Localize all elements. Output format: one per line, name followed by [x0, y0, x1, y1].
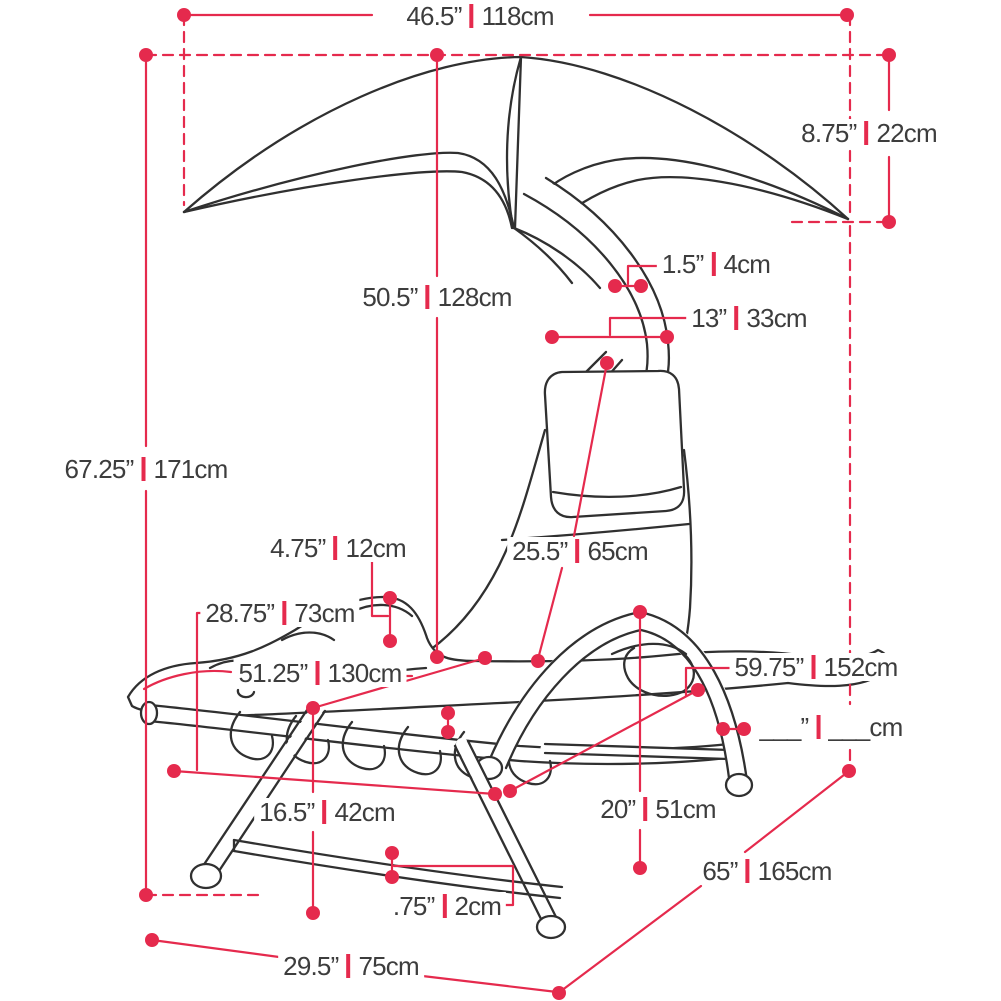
dimension-lines [142, 13, 891, 994]
label-divider [442, 894, 447, 918]
dim-label-unspecified: ___”___cm [754, 713, 908, 741]
label-divider [811, 655, 816, 679]
dim-label-overall-height: 67.25”171cm [59, 455, 233, 483]
label-divider [469, 4, 474, 28]
label-divider [141, 457, 146, 481]
label-divider [315, 661, 320, 685]
dim-label-arch-height: 20”51cm [595, 795, 721, 823]
label-divider [711, 252, 716, 276]
dim-label-cushion-thickness: 4.75”12cm [265, 534, 411, 562]
dim-label-overall-length: 59.75”152cm [729, 653, 903, 681]
dim-label-canopy-width: 46.5”118cm [401, 2, 559, 30]
rear-cross-bar [540, 742, 735, 761]
label-divider [425, 285, 430, 309]
chair-drawing [126, 55, 890, 940]
dim-label-canopy-clearance: 50.5”128cm [357, 283, 517, 311]
label-divider [575, 539, 580, 563]
dim-label-seat-height: 16.5”42cm [254, 798, 400, 826]
dim-label-frame-width: 28.75”73cm [200, 599, 360, 627]
label-divider [346, 954, 351, 978]
dim-label-hanger-width: 13”33cm [686, 304, 812, 332]
label-divider [333, 536, 338, 560]
dim-label-bed-length: 51.25”130cm [233, 659, 407, 687]
reference-dashed-lines [144, 13, 891, 897]
dim-label-base-width: 29.5”75cm [278, 952, 424, 980]
label-divider [643, 797, 648, 821]
label-divider [864, 121, 869, 145]
arch-rear-foot [724, 772, 754, 798]
label-divider [282, 601, 287, 625]
dim-label-canopy-rise: 8.75”22cm [796, 119, 942, 147]
label-divider [745, 859, 750, 883]
arch-stand [474, 610, 754, 798]
dim-label-bed-width: 25.5”65cm [507, 537, 653, 565]
dim-label-pole-diameter: 1.5”4cm [656, 250, 776, 278]
front-right-foot [535, 914, 567, 940]
front-left-foot [189, 862, 223, 890]
label-divider [734, 306, 739, 330]
dim-label-base-depth: 65”165cm [697, 857, 837, 885]
dim-label-rod-diameter: .75”2cm [387, 892, 507, 920]
headrest-pillow [543, 369, 686, 519]
label-divider [322, 800, 327, 824]
canopy [182, 55, 850, 290]
dimension-endpoints [139, 8, 896, 1000]
label-divider [816, 715, 821, 739]
